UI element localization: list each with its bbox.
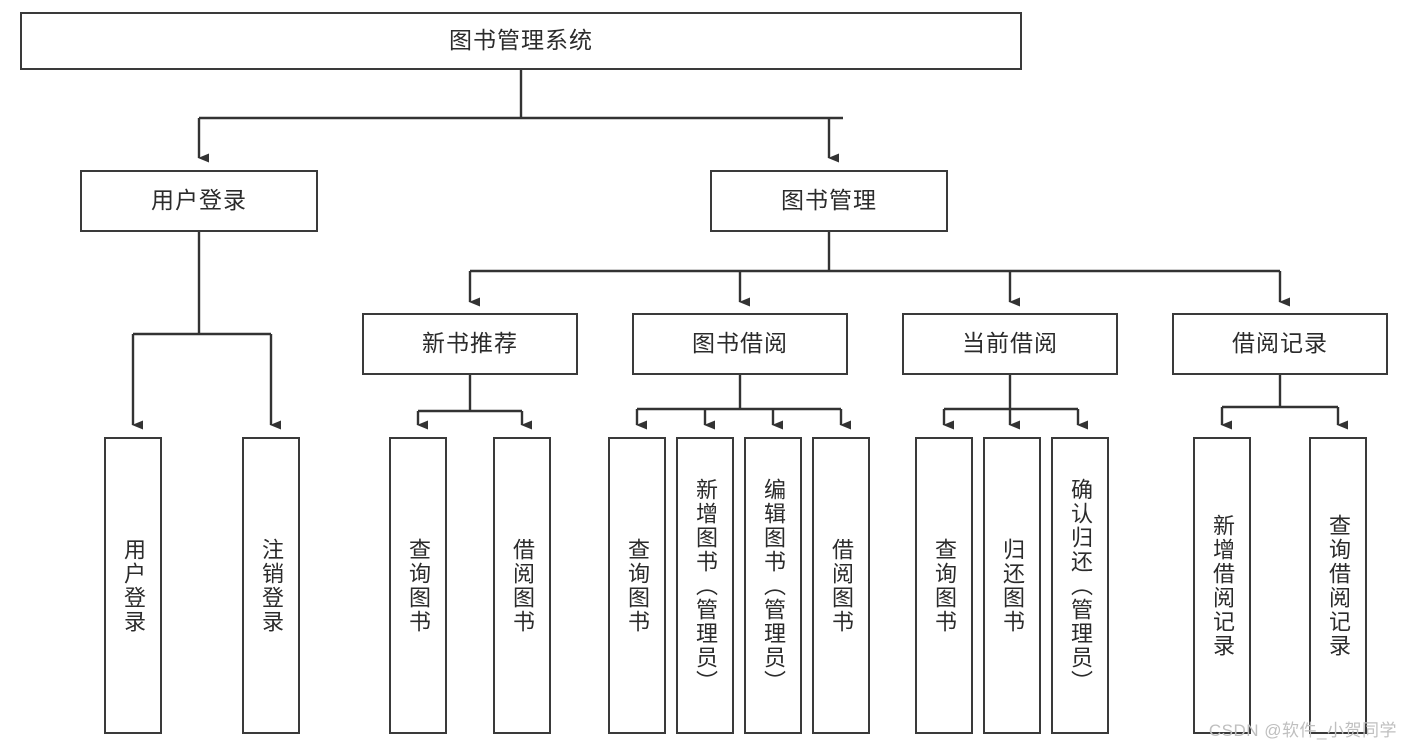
node-label: 编辑图书（管理员）	[760, 477, 786, 694]
node-book-borrow[interactable]: 图书借阅	[632, 313, 848, 375]
node-label: 用户登录	[120, 537, 146, 634]
node-label: 查询借阅记录	[1325, 513, 1351, 658]
node-label: 当前借阅	[962, 330, 1058, 357]
leaf-query-book-recommend[interactable]: 查询图书	[389, 437, 447, 734]
leaf-borrow-book-recommend[interactable]: 借阅图书	[493, 437, 551, 734]
node-label: 新增图书（管理员）	[692, 477, 718, 694]
node-root-library-system[interactable]: 图书管理系统	[20, 12, 1022, 70]
node-label: 查询图书	[405, 537, 431, 634]
node-new-book-recommend[interactable]: 新书推荐	[362, 313, 578, 375]
leaf-add-book-admin[interactable]: 新增图书（管理员）	[676, 437, 734, 734]
node-label: 查询图书	[931, 537, 957, 634]
node-label: 注销登录	[258, 537, 284, 634]
leaf-borrow-book[interactable]: 借阅图书	[812, 437, 870, 734]
node-label: 借阅图书	[509, 537, 535, 634]
node-label: 查询图书	[624, 537, 650, 634]
node-label: 确认归还（管理员）	[1067, 477, 1093, 694]
leaf-user-login[interactable]: 用户登录	[104, 437, 162, 734]
leaf-query-book-current[interactable]: 查询图书	[915, 437, 973, 734]
node-label: 归还图书	[999, 537, 1025, 634]
leaf-logout[interactable]: 注销登录	[242, 437, 300, 734]
node-label: 新书推荐	[422, 330, 518, 357]
node-label: 借阅记录	[1232, 330, 1328, 357]
node-label: 借阅图书	[828, 537, 854, 634]
node-label: 图书借阅	[692, 330, 788, 357]
node-label: 新增借阅记录	[1209, 513, 1235, 658]
leaf-query-borrow-record[interactable]: 查询借阅记录	[1309, 437, 1367, 734]
node-current-borrow[interactable]: 当前借阅	[902, 313, 1118, 375]
leaf-return-book[interactable]: 归还图书	[983, 437, 1041, 734]
node-user-login[interactable]: 用户登录	[80, 170, 318, 232]
node-borrow-record[interactable]: 借阅记录	[1172, 313, 1388, 375]
leaf-confirm-return-admin[interactable]: 确认归还（管理员）	[1051, 437, 1109, 734]
leaf-query-book-borrow[interactable]: 查询图书	[608, 437, 666, 734]
leaf-edit-book-admin[interactable]: 编辑图书（管理员）	[744, 437, 802, 734]
node-label: 图书管理	[781, 187, 877, 214]
node-label: 图书管理系统	[449, 27, 593, 54]
node-label: 用户登录	[151, 187, 247, 214]
node-book-management[interactable]: 图书管理	[710, 170, 948, 232]
leaf-add-borrow-record[interactable]: 新增借阅记录	[1193, 437, 1251, 734]
